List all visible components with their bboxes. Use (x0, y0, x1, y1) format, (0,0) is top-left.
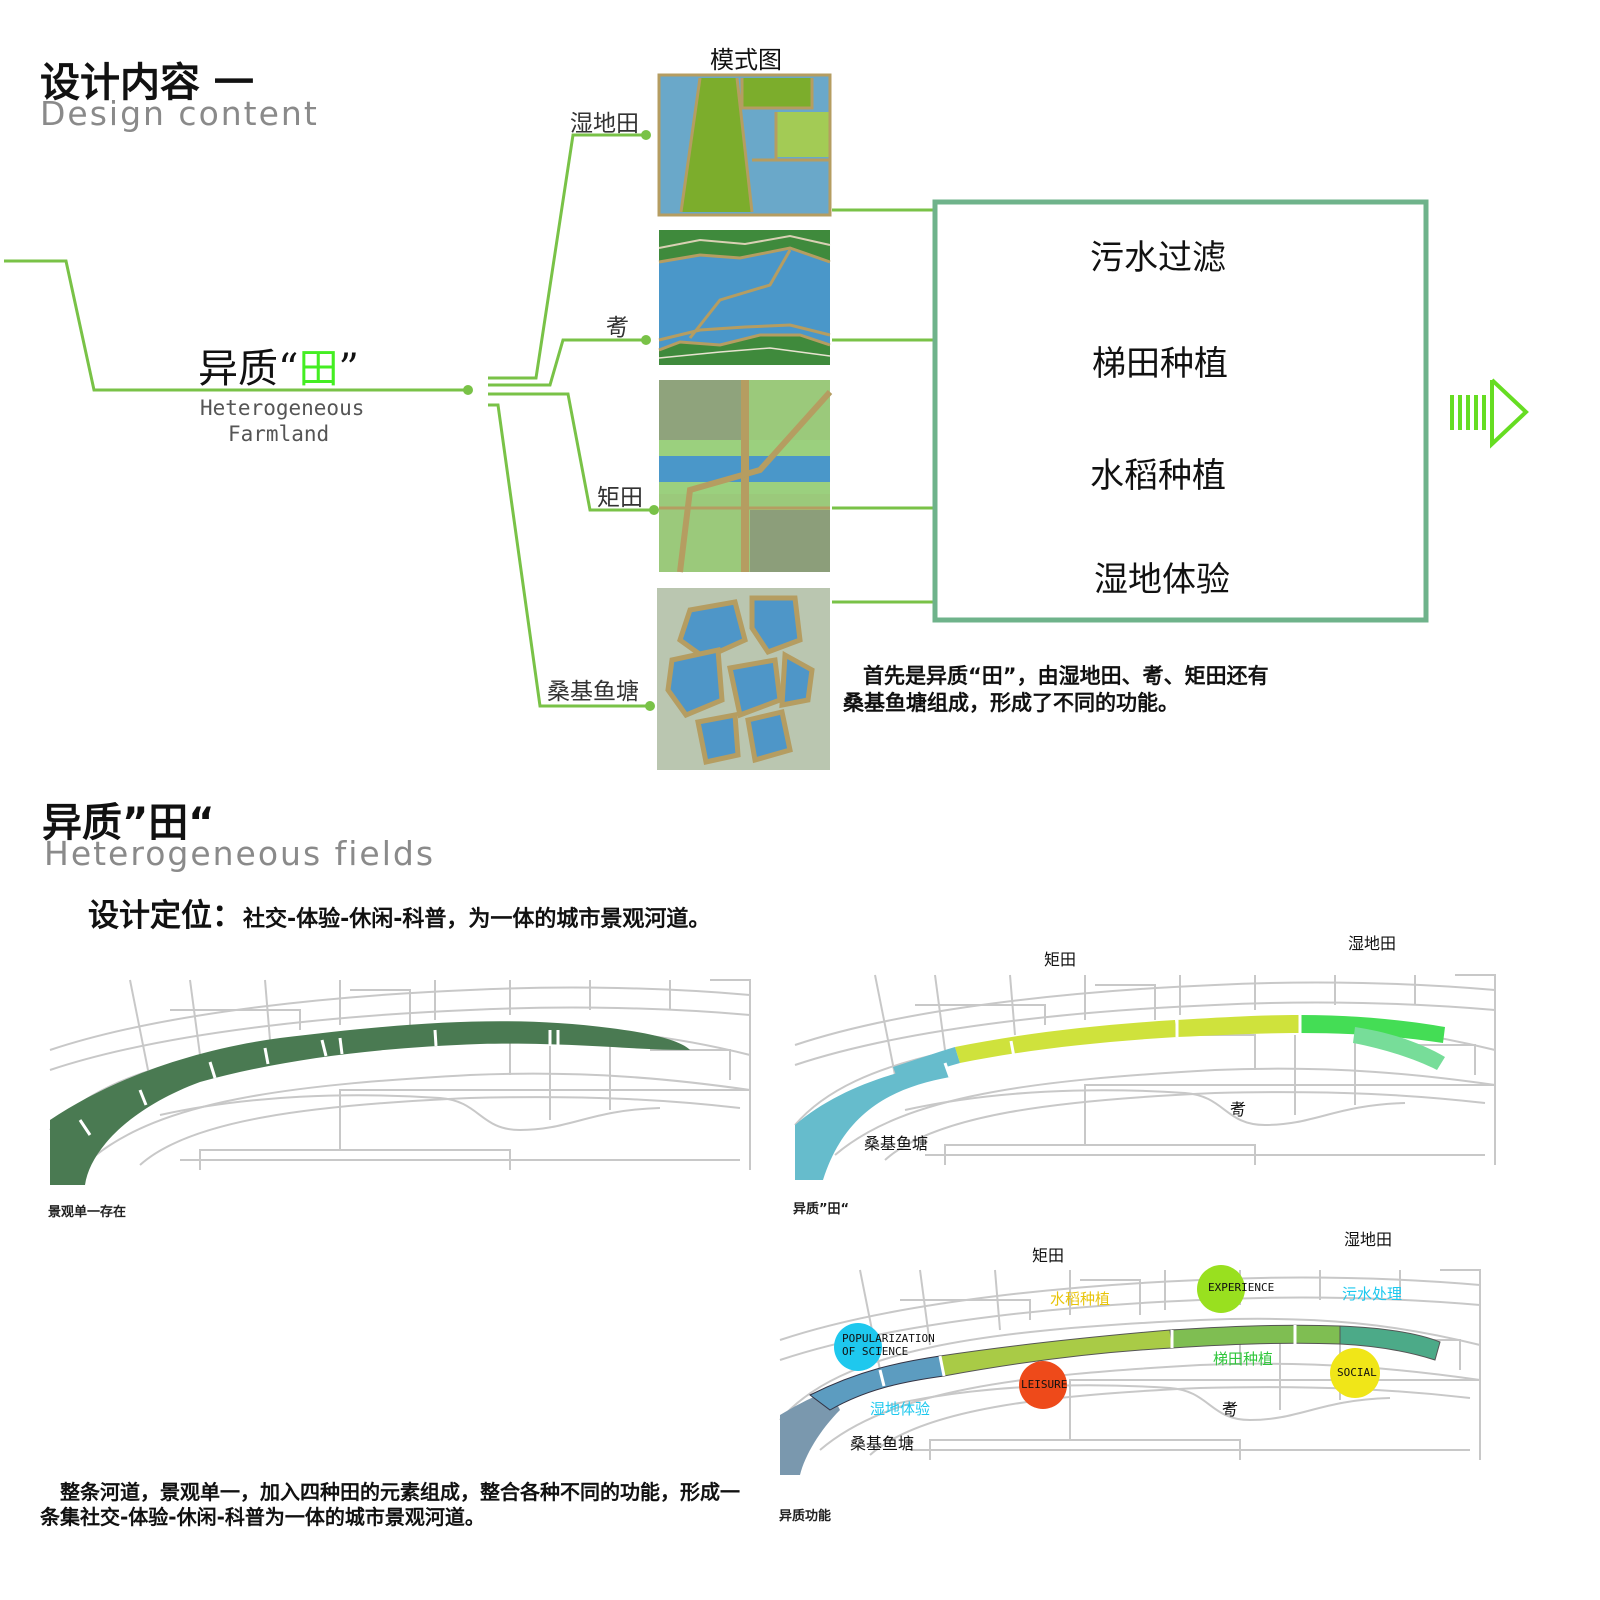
center-title-pre: 异质“ (198, 346, 299, 392)
bubble-leisure (1019, 1361, 1067, 1409)
positioning: 设计定位：社交-体验-休闲-科普，为一体的城市景观河道。 (88, 890, 710, 935)
section-title-cn: 设计内容 一 (40, 60, 254, 106)
map2-label-nong: 耉 (1230, 1100, 1247, 1119)
map3-label-shidi-ty: 湿地体验 (870, 1400, 931, 1418)
pattern-fish-pond (657, 588, 830, 770)
branch-line-2 (488, 338, 646, 387)
function-2: 梯田种植 (1092, 344, 1228, 384)
map3-label-wushui: 污水处理 (1342, 1285, 1403, 1303)
functions-box (932, 199, 1429, 623)
map3-label-titian: 梯田种植 (1213, 1350, 1274, 1368)
bubble-experience (1197, 1265, 1245, 1313)
map3-label-jutian: 矩田 (1032, 1246, 1065, 1265)
desc-2: 整条河道，景观单一，加入四种田的元素组成，整合各种不同的功能，形成一条集社交-体… (40, 1480, 740, 1529)
center-en-line1: Heterogeneous (200, 396, 365, 420)
center-en-line2: Farmland (228, 422, 330, 446)
section2-title-cn: 异质”田“ (42, 800, 215, 846)
main-connector (4, 259, 468, 392)
map2-caption: 异质”田“ (793, 1202, 850, 1217)
bubble-science-label: POPULARIZATION OF SCIENCE (842, 1332, 935, 1358)
bubble-social (1330, 1348, 1380, 1398)
bubble-social-label: SOCIAL (1337, 1366, 1377, 1379)
map2-label-shidi: 湿地田 (1348, 934, 1397, 953)
bubble-science (834, 1323, 882, 1371)
pattern-wetland-field (657, 73, 832, 217)
center-title: 异质“田” (198, 336, 359, 394)
mode-label: 模式图 (710, 46, 782, 74)
function-3: 水稻种植 (1090, 456, 1226, 496)
pattern-terraced (658, 230, 831, 365)
map1-caption: 景观单一存在 (48, 1205, 127, 1220)
map2-label-sangji: 桑基鱼塘 (864, 1134, 929, 1153)
section-title-en: Design content (40, 94, 319, 133)
center-title-accent: 田 (298, 346, 339, 392)
map2-label-jutian: 矩田 (1044, 950, 1077, 969)
branch-label-rect: 矩田 (597, 485, 643, 511)
map3-label-shidi: 湿地田 (1344, 1230, 1393, 1249)
bubble-science-line1: POPULARIZATION (842, 1332, 935, 1345)
branch-line-3 (488, 392, 654, 512)
bubble-experience-label: EXPERIENCE (1208, 1281, 1275, 1294)
branch-label-pond: 桑基鱼塘 (547, 679, 639, 705)
branch-line-1 (488, 133, 646, 380)
map3-label-sangji: 桑基鱼塘 (850, 1434, 915, 1453)
branch-label-terrace: 耉 (606, 315, 629, 341)
function-4: 湿地体验 (1094, 560, 1230, 600)
section2-title-en: Heterogeneous fields (44, 834, 436, 873)
pattern-rect-field (659, 380, 833, 573)
bubble-leisure-label: LEISURE (1021, 1378, 1068, 1391)
branch-line-4 (488, 403, 650, 708)
function-1: 污水过滤 (1090, 238, 1226, 278)
map3-label-nong: 耉 (1222, 1400, 1239, 1419)
center-title-post: ” (338, 346, 359, 392)
connector-diagram (4, 73, 1529, 770)
desc-1: 首先是异质“田”，由湿地田、耉、矩田还有桑基鱼塘组成，形成了不同的功能。 (843, 664, 1269, 715)
map3-label-shuidao: 水稻种植 (1050, 1290, 1111, 1308)
bubble-science-line2: OF SCIENCE (842, 1345, 909, 1358)
positioning-text: 社交-体验-休闲-科普，为一体的城市景观河道。 (243, 907, 711, 932)
map3-caption: 异质功能 (779, 1509, 832, 1524)
positioning-label: 设计定位： (88, 898, 243, 934)
branch-label-wetland: 湿地田 (570, 111, 639, 137)
map-single-landscape (49, 979, 755, 1185)
right-arrow-icon (1450, 378, 1529, 449)
